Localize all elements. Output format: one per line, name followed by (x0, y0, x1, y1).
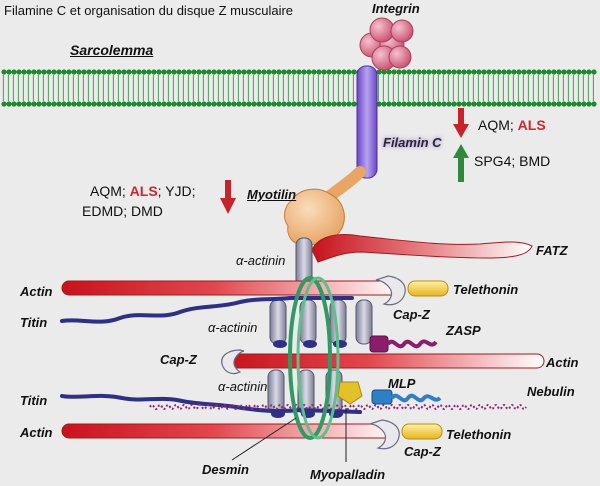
myotilin-mutations-line1: AQM; ALS; YJD; (90, 183, 196, 199)
actin-label-3: Actin (20, 425, 53, 440)
mlp-label: MLP (388, 376, 416, 391)
zasp-protein (369, 335, 438, 353)
telethonin-label-1: Telethonin (453, 282, 519, 297)
titin-label-2: Titin (20, 393, 48, 408)
actin-label-1: Actin (20, 284, 53, 299)
titin-filament-1 (60, 296, 354, 324)
desmin-pointer (231, 417, 297, 461)
actin-label-2: Actin (546, 355, 579, 370)
telethonin-top (407, 280, 449, 297)
alpha-actinin-label-3: α-actinin (218, 379, 268, 394)
alpha-actinin-label-1: α-actinin (236, 253, 286, 268)
myotilin-mutations-line2: EDMD; DMD (82, 203, 163, 219)
integrin-complex (359, 17, 414, 71)
filamin-mutations-down: AQM; ALS (478, 117, 546, 133)
filamin-mutations-up: SPG4; BMD (474, 153, 551, 169)
telethonin-bottom (401, 423, 443, 440)
zasp-label: ZASP (446, 323, 481, 338)
nebulin-filament (149, 404, 527, 410)
filamin-c-label: Filamin C (383, 135, 442, 150)
telethonin-label-2: Telethonin (446, 427, 512, 442)
integrin-label: Integrin (372, 1, 420, 16)
cap-z-top (375, 275, 406, 306)
desmin-ring (288, 276, 340, 440)
desmin-label: Desmin (202, 462, 249, 477)
actin-filament-3 (61, 423, 399, 439)
cap-z-label-2: Cap-Z (160, 352, 197, 367)
myopalladin-label: Myopalladin (310, 467, 386, 482)
cap-z-label-1: Cap-Z (393, 307, 430, 322)
sarcolemma-membrane (1, 69, 597, 107)
cap-z-label-3: Cap-Z (404, 444, 441, 459)
myopalladin-protein (337, 381, 363, 405)
fatz-label: FATZ (536, 243, 568, 258)
filamin-c-rod (356, 65, 378, 179)
myotilin-label: Myotilin (247, 187, 297, 202)
filamin-mutations-down-highlight: ALS (517, 117, 546, 133)
filamin-myotilin-link (324, 166, 366, 202)
filamin-mutations-down-prefix: AQM; (478, 117, 518, 133)
arrow-down-filamin (453, 108, 469, 138)
alpha-actinin-label-2: α-actinin (208, 320, 258, 335)
nebulin-label: Nebulin (527, 384, 575, 399)
myotilin-mutations-highlight: ALS (129, 183, 158, 199)
fatz-protein (311, 234, 533, 263)
titin-label-1: Titin (20, 315, 48, 330)
mlp-protein (371, 389, 442, 405)
actin-filament-2 (225, 353, 545, 369)
myotilin-mutations-suffix: ; YJD; (157, 183, 196, 199)
titin-filament-2 (60, 393, 362, 414)
myotilin-mutations-prefix: AQM; (90, 183, 130, 199)
page-title: Filamine C et organisation du disque Z m… (4, 3, 294, 18)
cap-z-bottom (369, 419, 400, 450)
arrow-down-myotilin (220, 180, 236, 214)
sarcolemma-label: Sarcolemma (70, 42, 154, 58)
cap-z-middle (221, 349, 245, 375)
arrow-up-filamin (453, 144, 469, 182)
actin-filament-1 (61, 280, 403, 296)
